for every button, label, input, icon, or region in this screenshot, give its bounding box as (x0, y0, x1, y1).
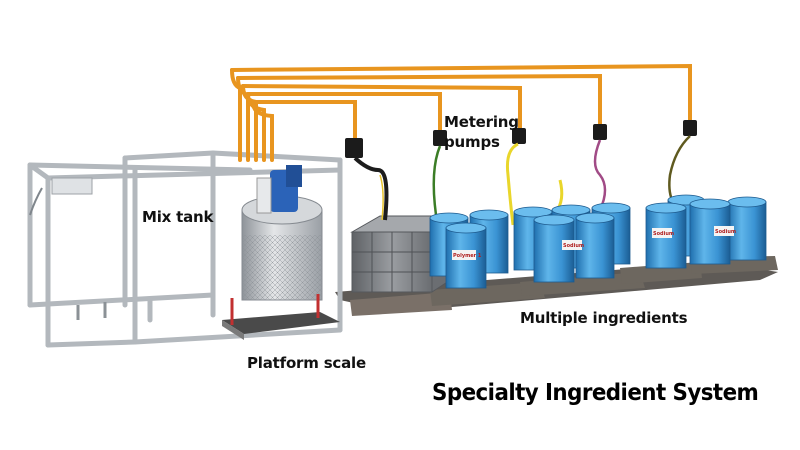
ingredient-pipes (230, 63, 692, 162)
barrel-tag-4: Sodium (715, 229, 736, 235)
barrel (727, 196, 767, 261)
barrel-tag-2: Sodium (563, 243, 584, 249)
label-mix-tank: Mix tank (142, 208, 214, 226)
barrel (533, 214, 575, 283)
barrel (575, 212, 615, 279)
metering-pumps (345, 120, 697, 158)
page-title: Specialty Ingredient System (432, 380, 759, 406)
platform-scale (222, 294, 340, 340)
label-multiple-ingredients: Multiple ingredients (520, 309, 688, 327)
barrel-tag-1: Polymer 1 (453, 253, 482, 259)
label-metering-pumps: Metering pumps (444, 113, 519, 151)
mix-tank (241, 165, 323, 301)
barrel-tag-3: Sodium (653, 231, 674, 237)
barrels (429, 194, 767, 289)
drain-pipes (76, 302, 107, 320)
label-platform-scale: Platform scale (247, 354, 366, 372)
barrel-labels: Polymer 1 Sodium Sodium Sodium (452, 226, 736, 260)
control-box (29, 177, 93, 216)
